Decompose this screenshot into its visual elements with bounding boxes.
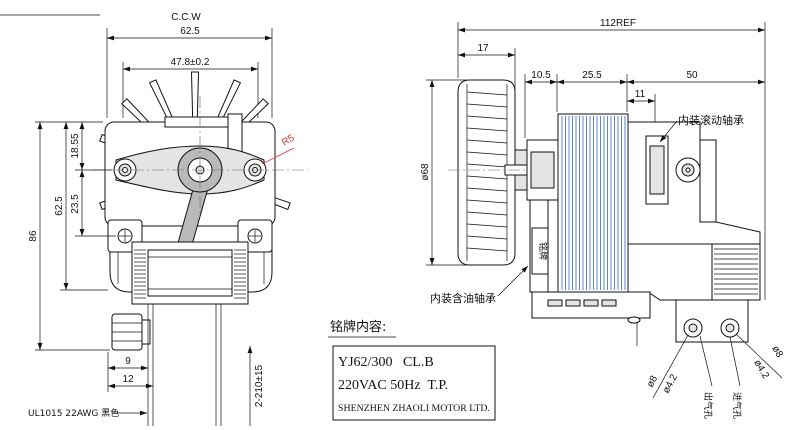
dim-overall-height: 86 [28, 230, 39, 242]
fan-fin [466, 115, 508, 120]
base-slot [583, 299, 599, 307]
rear-wall [699, 139, 717, 223]
coil-winding [147, 249, 233, 297]
hole-leader-right [735, 333, 783, 379]
dim-stack-length: 25.5 [582, 70, 602, 81]
hole-inner-left: ø4.2 [661, 372, 680, 395]
fan-fin [466, 127, 508, 132]
base-slot [565, 299, 581, 307]
fan-fins [466, 91, 508, 252]
fan-side [457, 79, 516, 266]
dim-width-overall: 62.5 [180, 26, 200, 37]
cable-gland [111, 313, 151, 351]
fan-fin [466, 175, 508, 180]
nameplate-line-rating: 220VAC 50Hz T.P. [338, 378, 448, 393]
hole-outer-right: ø8 [769, 344, 785, 360]
fan-fin [466, 187, 508, 192]
dim-frame-height: 62.5 [54, 196, 65, 216]
dim-corner-radius: R5 [280, 132, 297, 148]
dim-bearing-width: 11 [635, 89, 646, 100]
nameplate-heading: 铭牌内容: [330, 319, 386, 335]
base-slot [547, 299, 563, 307]
dim-bearing-offset: 10.5 [531, 70, 551, 81]
fan-fin [466, 151, 508, 156]
rear-coil-end [711, 243, 761, 301]
rolling-bearing-note: 内装滚动轴承 [678, 113, 744, 127]
nameplate-line-model: YJ62/300 CL.B [338, 355, 434, 370]
dim-fan-diameter: ø68 [420, 163, 431, 181]
nameplate-block: 铭牌内容: YJ62/300 CL.B 220VAC 50Hz T.P. SHE… [328, 319, 496, 421]
fan-fin [466, 235, 508, 240]
mount-hole-upper-left [113, 158, 137, 182]
inlet-leader [729, 336, 741, 387]
outlet-hole [683, 318, 703, 338]
fan-fin [466, 163, 508, 168]
outlet-label: 出气孔 [702, 392, 714, 419]
rotation-label: C.C.W [171, 12, 201, 23]
dim-hole-spacing: 47.8±0.2 [171, 57, 210, 68]
nameplate-box [332, 345, 496, 421]
stator-stack [557, 113, 629, 293]
fan-fin [466, 103, 508, 108]
dim-lead-offset-a: 9 [125, 356, 131, 367]
stator-laminations [561, 116, 626, 290]
inlet-label: 进气孔 [731, 392, 743, 419]
label-plate [531, 227, 549, 275]
base-oval-hole [627, 316, 641, 324]
fan-fin [466, 223, 508, 228]
dim-hole-offset-lower: 23.5 [70, 194, 81, 214]
rolling-bearing-leader [659, 120, 678, 143]
rear-coil-fins [714, 248, 758, 295]
dim-lead-length: 2-210±15 [254, 364, 265, 407]
label-plate-text: 铭牌 [537, 242, 549, 260]
dim-overall-length: 112REF [600, 18, 636, 29]
rolling-bearing [649, 145, 665, 195]
fan-fin [466, 199, 508, 204]
fan-fin [466, 211, 508, 216]
dim-lead-offset-b: 12 [122, 374, 134, 385]
nameplate-line-maker: SHENZHEN ZHAOLI MOTOR LTD. [338, 404, 490, 414]
bracket-clip [227, 113, 243, 155]
hole-leader-left [652, 334, 689, 399]
rear-boss [675, 157, 701, 183]
front-view: C.C.W 62.5 47.8±0.2 [0, 12, 308, 426]
dim-rear-length: 50 [686, 70, 698, 81]
side-view: 112REF 17 10.5 25.5 50 11 ø68 [420, 18, 785, 419]
radius-leader [261, 147, 295, 165]
inlet-hole [720, 318, 740, 338]
fan-fin [466, 247, 508, 252]
base-slot [601, 299, 617, 307]
fan-fin [466, 139, 508, 144]
fan-fin [466, 91, 508, 96]
lead-wire-spec: UL1015 22AWG 黑色 [28, 407, 119, 419]
hole-inner-right: ø4.2 [751, 358, 771, 381]
dim-fan-width: 17 [477, 43, 489, 54]
oil-bearing [530, 151, 555, 189]
outlet-leader [699, 335, 713, 387]
hole-outer-left: ø8 [645, 374, 660, 390]
dim-hole-offset-upper: 18.55 [70, 133, 81, 158]
coil-flange-hatch [134, 249, 246, 299]
oil-bearing-leader [497, 265, 529, 297]
oil-bearing-note: 内装含油轴承 [430, 291, 496, 305]
